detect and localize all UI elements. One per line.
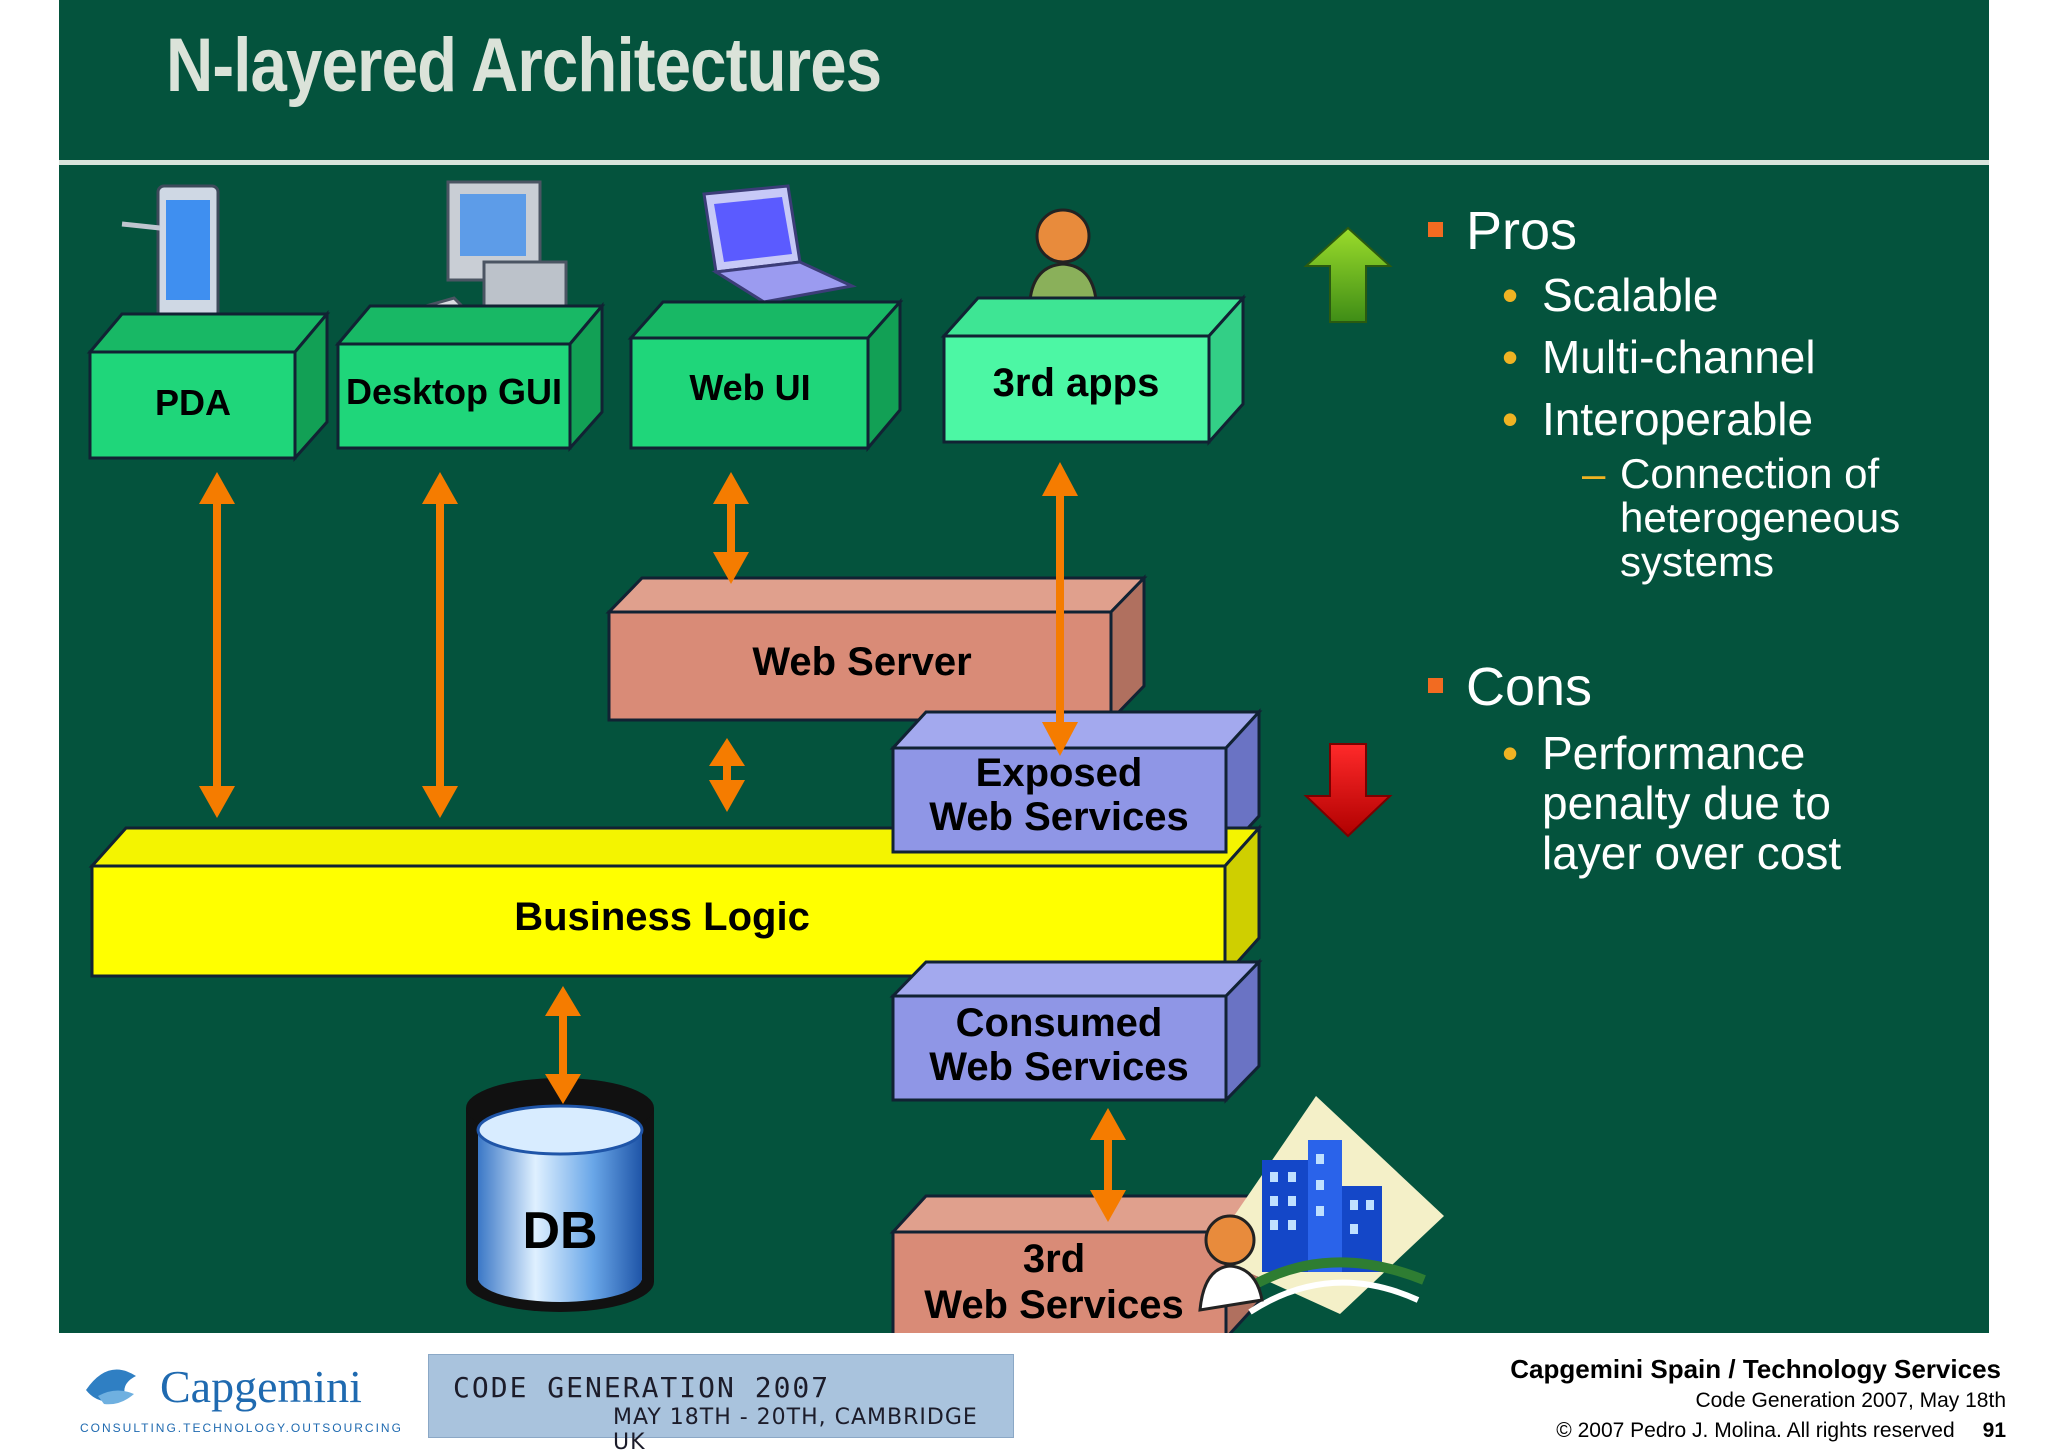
banner-title: CODE GENERATION 2007 — [453, 1371, 831, 1404]
code-generation-banner: CODE GENERATION 2007 MAY 18TH - 20TH, CA… — [428, 1354, 1014, 1455]
database-icon: DB — [466, 1078, 654, 1312]
footer-conference: Code Generation 2007, May 18th — [1695, 1389, 2006, 1412]
desktop-gui-box: Desktop GUI — [334, 301, 606, 452]
dot-bullet-icon: • — [1502, 393, 1519, 445]
third-apps-label: 3rd apps — [993, 361, 1160, 405]
arrow-desktop-business — [422, 472, 458, 818]
exposed-overlay-line2: Web Services — [929, 795, 1188, 839]
web-server-box: Web Server — [605, 574, 1148, 724]
third-web-services-box: 3rd Web Services — [889, 1192, 1263, 1340]
footer-copyright-line: © 2007 Pedro J. Molina. All rights reser… — [1556, 1419, 2006, 1443]
dot-bullet-icon: • — [1502, 269, 1519, 321]
business-logic-label: Business Logic — [514, 895, 810, 939]
cons-line-3: layer over cost — [1542, 827, 1842, 879]
sub-line-3: systems — [1620, 538, 1775, 585]
arrow-webui-webserver — [713, 472, 749, 584]
consumed-line1: Consumed — [956, 1001, 1163, 1045]
web-server-label: Web Server — [752, 640, 971, 684]
capgemini-logo: Capgemini CONSULTING.TECHNOLOGY.OUTSOURC… — [80, 1361, 400, 1435]
pda-label: PDA — [155, 382, 231, 423]
dot-bullet-icon: • — [1502, 331, 1519, 383]
sub-line-2: heterogeneous — [1620, 494, 1901, 541]
consumed-line2: Web Services — [929, 1045, 1188, 1089]
business-logic-box: Business Logic — [88, 824, 1263, 980]
arrow-webserver-business — [709, 738, 745, 812]
banner-dates: MAY 18TH - 20TH, CAMBRIDGE UK — [613, 1405, 978, 1455]
footer-company: Capgemini Spain / Technology Services — [1510, 1354, 2001, 1384]
logo-wordmark: Capgemini — [160, 1361, 362, 1412]
cons-line-2: penalty due to — [1542, 777, 1832, 829]
square-bullet-icon — [1428, 222, 1443, 237]
exposed-overlay-line1: Exposed — [976, 751, 1143, 795]
connector-arrows — [199, 462, 1126, 1222]
title-divider — [59, 160, 1989, 165]
web-ui-box: Web UI — [627, 298, 904, 453]
copyright-text: © 2007 Pedro J. Molina. All rights reser… — [1556, 1419, 1955, 1442]
third-ws-line1: 3rd — [1023, 1237, 1085, 1281]
sub-line-1: Connection of — [1620, 450, 1880, 497]
exposed-front-overlay — [891, 746, 1228, 854]
office-building-icon — [1198, 1096, 1444, 1315]
dash-bullet-icon: – — [1582, 450, 1606, 497]
logo-tagline: CONSULTING.TECHNOLOGY.OUTSOURCING — [80, 1421, 400, 1435]
arrow-pda-business — [199, 472, 235, 818]
page-number: 91 — [1982, 1419, 2006, 1442]
arrow-thirdapps-exposed — [1042, 462, 1078, 756]
pda-icon — [121, 184, 220, 320]
architecture-diagram: PDA Desktop GUI Web UI 3rd apps Web Serv… — [86, 180, 1444, 1340]
db-label: DB — [522, 1202, 597, 1260]
user-icon — [1028, 208, 1098, 302]
laptop-icon — [702, 184, 857, 304]
pros-up-arrow-icon — [1303, 226, 1393, 323]
web-ui-label: Web UI — [689, 367, 810, 408]
arrow-consumed-thirdws — [1090, 1108, 1126, 1222]
arrow-business-db — [545, 986, 581, 1104]
cons-line-1: Performance — [1542, 727, 1806, 779]
third-apps-box: 3rd apps — [940, 294, 1247, 446]
pda-box: PDA — [86, 309, 331, 462]
slide-title: N-layered Architectures — [166, 23, 882, 108]
consumed-web-services-box: Consumed Web Services — [889, 958, 1263, 1104]
cons-down-arrow-icon — [1303, 743, 1393, 838]
third-ws-line2: Web Services — [924, 1283, 1183, 1327]
footer — [0, 1333, 2048, 1447]
dot-bullet-icon: • — [1502, 727, 1519, 779]
square-bullet-icon — [1428, 678, 1443, 693]
desktop-gui-label: Desktop GUI — [346, 371, 562, 412]
